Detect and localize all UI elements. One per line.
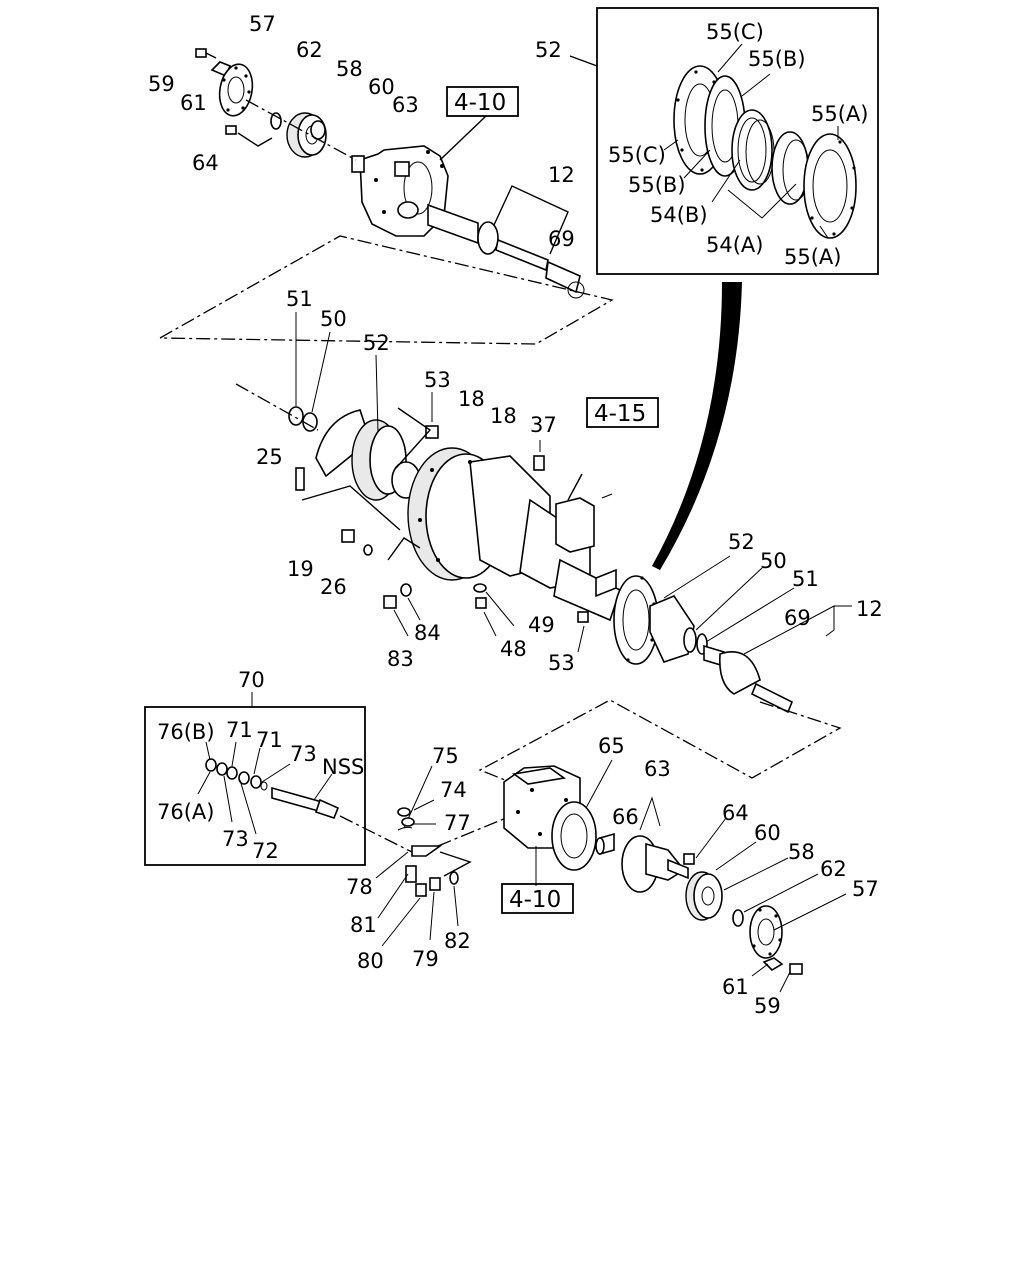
- label-50-mid: 50: [320, 307, 347, 331]
- label-64-low: 64: [722, 801, 749, 825]
- label-60-top: 60: [368, 75, 395, 99]
- label-62-top: 62: [296, 38, 323, 62]
- label-37: 37: [530, 413, 557, 437]
- label-53-low: 53: [548, 651, 575, 675]
- label-18-b: 18: [490, 404, 517, 428]
- label-52-top: 52: [535, 38, 562, 62]
- label-55c-1: 55(C): [706, 20, 764, 44]
- bolt-64-top: [225, 125, 273, 147]
- lower-knuckle-assembly: [375, 759, 847, 993]
- label-71-b: 71: [256, 728, 283, 752]
- tie-rod-inset-70: [144, 692, 413, 866]
- label-62-low: 62: [820, 857, 847, 881]
- ref-top-text: 4-10: [454, 90, 506, 116]
- label-18-a: 18: [458, 387, 485, 411]
- label-61-top: 61: [180, 91, 207, 115]
- assembly-outline-top: [159, 235, 614, 345]
- label-73-b: 73: [222, 827, 249, 851]
- label-49: 49: [528, 613, 555, 637]
- label-72: 72: [252, 839, 279, 863]
- label-77: 77: [444, 811, 471, 835]
- label-75: 75: [432, 744, 459, 768]
- label-58-low: 58: [788, 840, 815, 864]
- label-84: 84: [414, 621, 441, 645]
- part-labels: 57 59 61 62 58 60 63 64 12 69 52 55(C) 5…: [148, 12, 883, 1018]
- label-55a-1: 55(A): [811, 102, 868, 126]
- label-70: 70: [238, 668, 265, 692]
- label-60-low: 60: [754, 821, 781, 845]
- ref-box-top: 4-10: [439, 86, 519, 161]
- label-52-mid: 52: [363, 331, 390, 355]
- label-83: 83: [387, 647, 414, 671]
- label-54a: 54(A): [706, 233, 763, 257]
- label-55c-2: 55(C): [608, 143, 666, 167]
- knuckle-63-top: [351, 145, 449, 237]
- ref-box-low: 4-10: [501, 883, 574, 914]
- label-74: 74: [440, 778, 467, 802]
- ref-low-text: 4-10: [509, 887, 561, 913]
- axle-housing-assembly: [235, 312, 852, 787]
- label-71-a: 71: [226, 718, 253, 742]
- label-55a-2: 55(A): [784, 245, 841, 269]
- label-53-mid: 53: [424, 368, 451, 392]
- hub-58-60-top: [286, 112, 327, 158]
- label-63-top: 63: [392, 93, 419, 117]
- callout-arrow: [652, 282, 742, 570]
- label-58-top: 58: [336, 57, 363, 81]
- label-63-low: 63: [644, 757, 671, 781]
- label-64-top: 64: [192, 151, 219, 175]
- seal-kit-inset-52: [569, 7, 879, 275]
- ref-mid-text: 4-15: [594, 401, 646, 427]
- label-73-a: 73: [290, 742, 317, 766]
- label-80: 80: [357, 949, 384, 973]
- ref-box-mid: 4-15: [586, 397, 659, 428]
- label-59-top: 59: [148, 72, 175, 96]
- label-81: 81: [350, 913, 377, 937]
- top-hub-assembly: [195, 48, 585, 299]
- label-76a: 76(A): [157, 800, 214, 824]
- label-66: 66: [612, 805, 639, 829]
- label-12-top: 12: [548, 163, 575, 187]
- label-52-right: 52: [728, 530, 755, 554]
- cover-57-top: [218, 63, 254, 117]
- label-55b-2: 55(B): [628, 173, 686, 197]
- label-19: 19: [287, 557, 314, 581]
- label-59-low: 59: [754, 994, 781, 1018]
- label-54b: 54(B): [650, 203, 708, 227]
- bolt-59-top: [195, 48, 217, 59]
- ring-62-top: [270, 112, 282, 130]
- label-57-top: 57: [249, 12, 276, 36]
- label-51-right: 51: [792, 567, 819, 591]
- label-51-mid: 51: [286, 287, 313, 311]
- label-48: 48: [500, 637, 527, 661]
- label-12-right: 12: [856, 597, 883, 621]
- label-55b-1: 55(B): [748, 47, 806, 71]
- label-69-top: 69: [548, 227, 575, 251]
- label-79: 79: [412, 947, 439, 971]
- label-nss: NSS: [322, 755, 364, 779]
- label-26: 26: [320, 575, 347, 599]
- label-78: 78: [346, 875, 373, 899]
- label-61-low: 61: [722, 975, 749, 999]
- label-82: 82: [444, 929, 471, 953]
- shaft-69-top: [427, 203, 585, 299]
- label-25: 25: [256, 445, 283, 469]
- label-57-low: 57: [852, 877, 879, 901]
- label-50-right: 50: [760, 549, 787, 573]
- label-65: 65: [598, 734, 625, 758]
- label-69-right: 69: [784, 606, 811, 630]
- label-76b: 76(B): [157, 720, 215, 744]
